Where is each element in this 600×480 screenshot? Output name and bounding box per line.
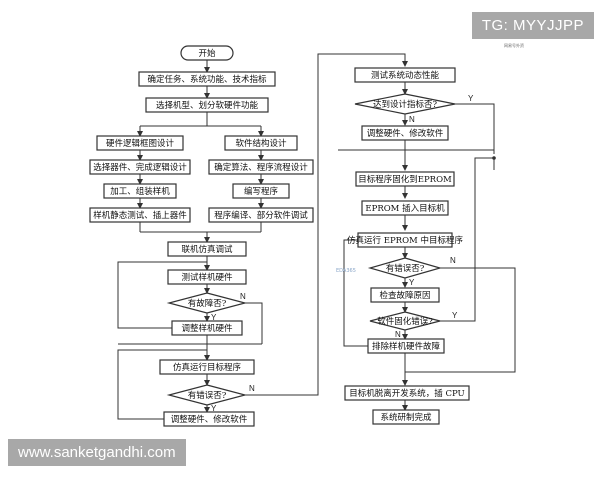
adjust-hw-label: 调整样机硬件 xyxy=(181,323,233,334)
error1-yes-label: Y xyxy=(211,404,217,413)
insert-label: EPROM 插入目标机 xyxy=(365,203,445,214)
start-label: 开始 xyxy=(198,48,216,59)
hw-build-label: 加工、组装样机 xyxy=(110,186,170,197)
node-task: 确定任务、系统功能、技术指标 xyxy=(138,71,276,87)
joint-label: 联机仿真调试 xyxy=(181,244,233,255)
burn-q-label: 软件固化错误? xyxy=(377,316,433,327)
adjust-both-label: 调整硬件、修改软件 xyxy=(171,414,248,425)
model-label: 选择机型、划分软硬件功能 xyxy=(156,100,259,111)
node-hw-static: 样机静态测试、插上器件 xyxy=(89,207,191,223)
burnq-no-label: N xyxy=(395,330,401,339)
node-sim-eprom: 仿真运行 EPROM 中目标程序 xyxy=(347,232,463,248)
dyn-test-label: 测试系统动态性能 xyxy=(371,70,440,81)
spec-no-label: N xyxy=(409,115,415,124)
node-adjust-both2: 调整硬件、修改软件 xyxy=(361,125,449,141)
hw-static-label: 样机静态测试、插上器件 xyxy=(93,210,187,221)
node-burn: 目标程序固化到EPROM xyxy=(355,171,455,187)
check-label: 检查故障原因 xyxy=(379,290,430,301)
node-detach: 目标机脱离开发系统，插 CPU xyxy=(344,385,470,401)
sw-design-label: 软件结构设计 xyxy=(235,138,287,149)
sw-algo-label: 确定算法、程序流程设计 xyxy=(214,162,308,173)
sw-code-label: 编写程序 xyxy=(244,186,279,197)
node-hw-select: 选择器件、完成逻辑设计 xyxy=(89,159,191,175)
watermark-site: www.sanketgandhi.com xyxy=(8,439,186,466)
error1-no-label: N xyxy=(249,384,255,393)
error-q1-label: 有错误否? xyxy=(188,390,227,401)
node-spec-q: 达到设计指标否? xyxy=(354,93,456,115)
task-label: 确定任务、系统功能、技术指标 xyxy=(147,74,267,85)
node-adjust-hw: 调整样机硬件 xyxy=(171,320,243,336)
node-hw-design: 硬件逻辑框图设计 xyxy=(96,135,184,151)
fault-no-label: N xyxy=(240,292,246,301)
node-sw-design: 软件结构设计 xyxy=(224,135,298,151)
error2-no-label: N xyxy=(450,256,456,265)
error-q2-label: 有错误否? xyxy=(386,263,425,274)
node-fault-q: 有故障否? xyxy=(166,292,248,314)
node-sw-algo: 确定算法、程序流程设计 xyxy=(208,159,314,175)
test-hw-label: 测试样机硬件 xyxy=(181,272,233,283)
adjust-both2-label: 调整硬件、修改软件 xyxy=(367,128,444,139)
node-insert: EPROM 插入目标机 xyxy=(361,200,449,216)
node-model: 选择机型、划分软硬件功能 xyxy=(145,97,269,113)
node-burn-q: 软件固化错误? xyxy=(369,311,441,331)
node-adjust-both: 调整硬件、修改软件 xyxy=(163,411,255,427)
detach-label: 目标机脱离开发系统，插 CPU xyxy=(349,388,464,399)
node-fix-hw: 排除样机硬件故障 xyxy=(367,338,445,354)
fix-hw-label: 排除样机硬件故障 xyxy=(372,341,441,352)
node-sim-run: 仿真运行目标程序 xyxy=(159,359,255,375)
node-done: 系统研制完成 xyxy=(372,409,440,425)
hw-design-label: 硬件逻辑框图设计 xyxy=(106,138,175,149)
node-dyn-test: 测试系统动态性能 xyxy=(354,67,456,83)
watermark-mid: EDA365 xyxy=(336,268,356,274)
hw-select-label: 选择器件、完成逻辑设计 xyxy=(93,162,187,173)
node-start: 开始 xyxy=(180,45,234,61)
fault-q-label: 有故障否? xyxy=(188,298,227,309)
node-check: 检查故障原因 xyxy=(370,287,440,303)
sim-eprom-label: 仿真运行 EPROM 中目标程序 xyxy=(347,235,463,246)
node-sw-compile: 程序编译、部分软件调试 xyxy=(208,207,314,223)
node-test-hw: 测试样机硬件 xyxy=(167,269,247,285)
fault-yes-label: Y xyxy=(211,313,217,322)
node-joint: 联机仿真调试 xyxy=(167,241,247,257)
node-hw-build: 加工、组装样机 xyxy=(103,183,177,199)
burnq-yes-label: Y xyxy=(452,311,458,320)
error2-yes-label: Y xyxy=(409,278,415,287)
sim-run-label: 仿真运行目标程序 xyxy=(173,362,242,373)
watermark-tiny: 网易号外资 xyxy=(504,43,524,48)
node-sw-code: 编写程序 xyxy=(232,183,290,199)
spec-q-label: 达到设计指标否? xyxy=(373,99,438,110)
connectors xyxy=(117,53,516,420)
node-error-q1: 有错误否? xyxy=(166,384,248,406)
spec-yes-label: Y xyxy=(468,94,474,103)
done-label: 系统研制完成 xyxy=(380,412,432,423)
node-error-q2: 有错误否? xyxy=(367,257,443,279)
burn-label: 目标程序固化到EPROM xyxy=(358,174,452,185)
watermark-tag: TG: MYYJJPP xyxy=(471,12,594,39)
sw-compile-label: 程序编译、部分软件调试 xyxy=(214,210,308,221)
